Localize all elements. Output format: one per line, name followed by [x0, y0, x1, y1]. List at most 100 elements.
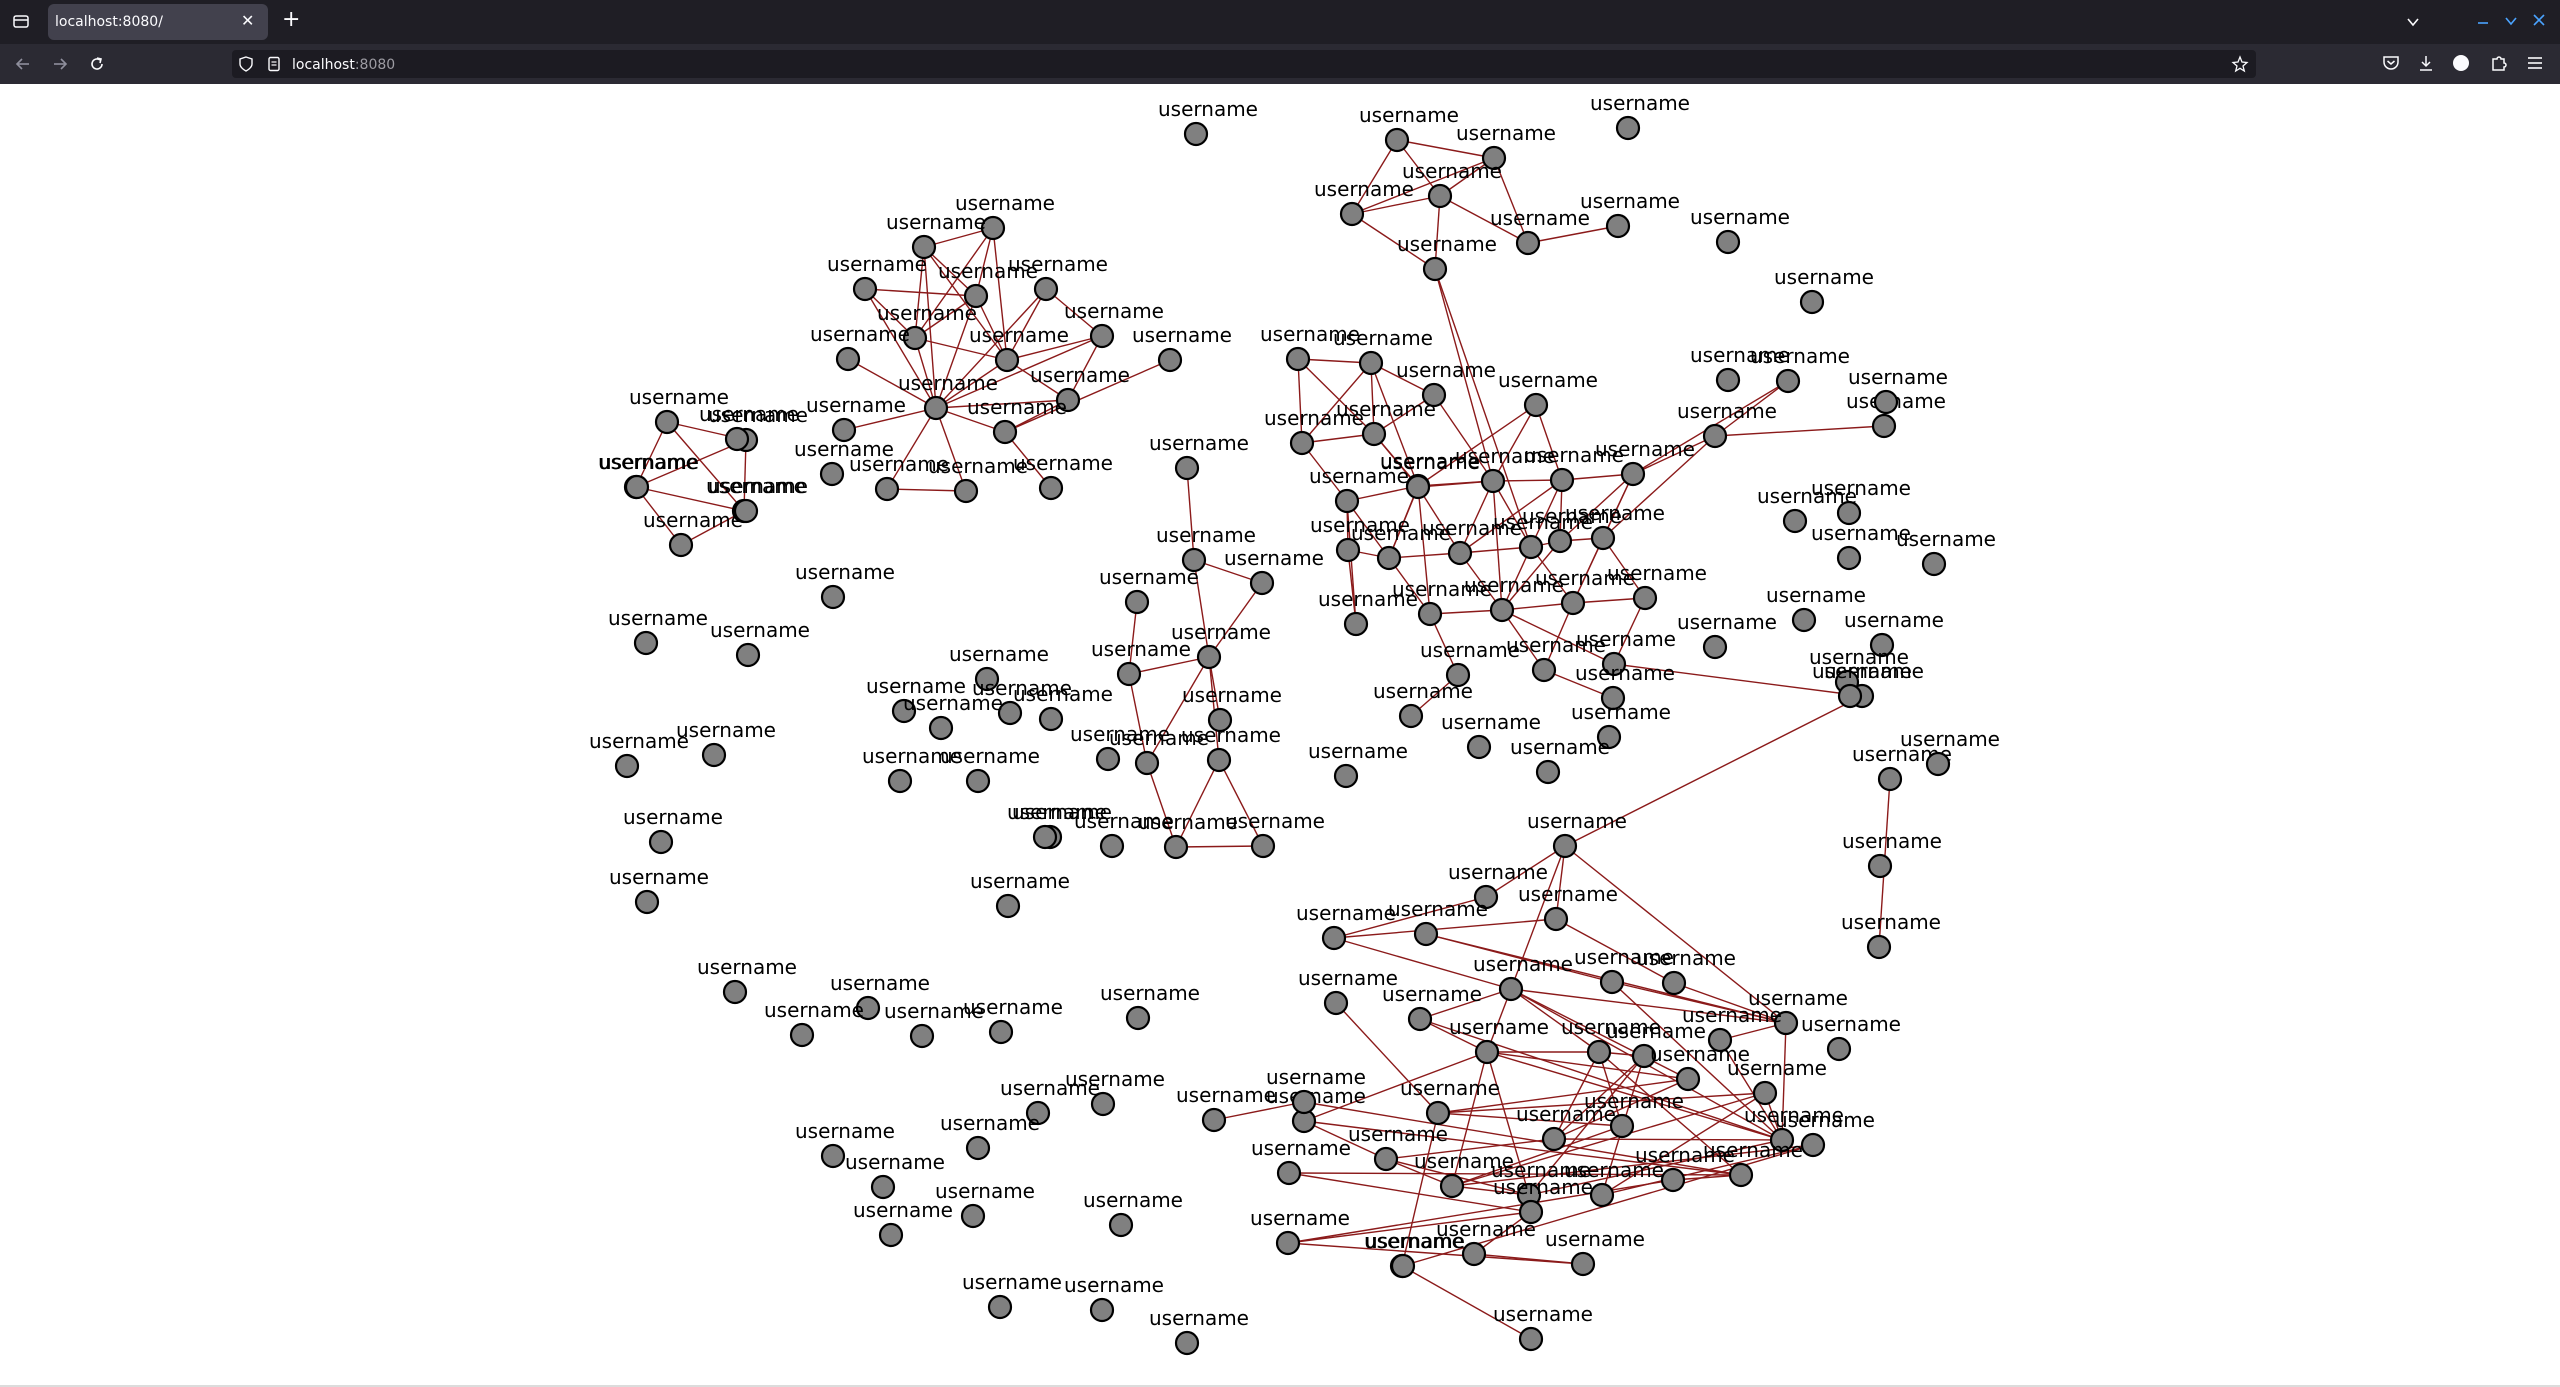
graph-node[interactable]: username — [1527, 809, 1627, 859]
node-circle[interactable] — [1773, 1010, 1799, 1036]
node-circle[interactable] — [1461, 1241, 1487, 1267]
plus-icon[interactable]: + — [282, 7, 301, 32]
node-circle[interactable] — [902, 325, 928, 351]
graph-node[interactable]: username — [1266, 1084, 1366, 1134]
node-circle[interactable] — [1439, 1173, 1465, 1199]
graph-node[interactable]: username — [1498, 368, 1598, 418]
graph-node[interactable]: username — [1264, 406, 1364, 456]
node-circle[interactable] — [1836, 545, 1862, 571]
node-circle[interactable] — [1089, 1297, 1115, 1323]
node-circle[interactable] — [1601, 651, 1627, 677]
node-circle[interactable] — [1873, 389, 1899, 415]
graph-node[interactable]: username — [764, 998, 864, 1048]
node-circle[interactable] — [928, 715, 954, 741]
node-circle[interactable] — [1609, 1113, 1635, 1139]
graph-node[interactable]: username — [1373, 679, 1473, 729]
graph-node[interactable]: username — [1397, 232, 1497, 282]
node-circle[interactable] — [1275, 1230, 1301, 1256]
graph-node[interactable]: username — [1491, 1158, 1591, 1208]
graph-node[interactable]: username — [1251, 1136, 1351, 1186]
node-circle[interactable] — [1466, 734, 1492, 760]
node-circle[interactable] — [1631, 1043, 1657, 1069]
graph-node[interactable]: username — [1310, 513, 1410, 563]
node-circle[interactable] — [1489, 597, 1515, 623]
graph-node[interactable]: username — [1744, 1103, 1844, 1153]
maximize-icon[interactable] — [2504, 14, 2518, 28]
graph-node[interactable]: username — [1099, 565, 1199, 615]
graph-node[interactable]: username — [1149, 431, 1249, 481]
graph-node[interactable]: username — [903, 691, 1003, 741]
node-circle[interactable] — [1523, 392, 1549, 418]
node-circle[interactable] — [1033, 276, 1059, 302]
node-circle[interactable] — [1250, 833, 1276, 859]
node-circle[interactable] — [1116, 661, 1142, 687]
node-circle[interactable] — [1600, 685, 1626, 711]
graph-node[interactable]: username — [1380, 450, 1480, 500]
graph-node[interactable]: username — [1396, 358, 1496, 408]
graph-node[interactable]: username — [845, 1150, 945, 1200]
node-circle[interactable] — [1782, 508, 1808, 534]
graph-node[interactable]: username — [1100, 981, 1200, 1031]
graph-node[interactable]: username — [1400, 1076, 1500, 1126]
graph-node[interactable]: username — [1000, 1076, 1100, 1126]
pocket-icon[interactable] — [2381, 53, 2401, 73]
graph-node[interactable]: username — [1171, 620, 1271, 670]
node-circle[interactable] — [1632, 585, 1658, 611]
graph-node[interactable]: username — [1007, 800, 1107, 850]
node-circle[interactable] — [789, 1022, 815, 1048]
graph-node[interactable]: username — [1392, 577, 1492, 627]
graph-node[interactable]: username — [1359, 103, 1459, 153]
graph-node[interactable]: username — [1149, 1306, 1249, 1356]
graph-node[interactable]: username — [967, 395, 1067, 445]
node-circle[interactable] — [960, 1203, 986, 1229]
node-circle[interactable] — [1605, 213, 1631, 239]
node-circle[interactable] — [634, 889, 660, 915]
graph-node[interactable]: username — [1775, 1108, 1875, 1158]
graph-node[interactable]: username — [1422, 516, 1522, 566]
node-circle[interactable] — [724, 426, 750, 452]
reload-icon[interactable] — [86, 53, 108, 75]
forward-icon[interactable] — [49, 53, 71, 75]
graph-node[interactable]: username — [1703, 1138, 1803, 1188]
graph-node[interactable]: username — [898, 371, 998, 421]
node-circle[interactable] — [874, 476, 900, 502]
node-circle[interactable] — [654, 409, 680, 435]
node-circle[interactable] — [1390, 1253, 1416, 1279]
graph-node[interactable]: username — [1811, 521, 1911, 571]
active-tab[interactable]: localhost:8080/ ✕ — [48, 4, 268, 40]
graph-node[interactable]: username — [1156, 523, 1256, 573]
graph-node[interactable]: username — [1522, 504, 1622, 554]
graph-node[interactable]: username — [609, 865, 709, 915]
node-circle[interactable] — [1660, 1167, 1686, 1193]
node-circle[interactable] — [1207, 707, 1233, 733]
node-circle[interactable] — [1473, 884, 1499, 910]
node-circle[interactable] — [980, 215, 1006, 241]
node-circle[interactable] — [878, 1222, 904, 1248]
graph-node[interactable]: username — [1690, 343, 1790, 393]
graph-node[interactable]: username — [853, 1198, 953, 1248]
graph-node[interactable]: username — [1516, 1102, 1616, 1152]
graph-node[interactable]: username — [1158, 97, 1258, 147]
star-icon[interactable] — [2231, 55, 2249, 73]
node-circle[interactable] — [1867, 853, 1893, 879]
graph-node[interactable]: username — [1841, 910, 1941, 960]
node-circle[interactable] — [1871, 413, 1897, 439]
graph-node[interactable]: username — [1561, 1015, 1661, 1065]
node-circle[interactable] — [1373, 1146, 1399, 1172]
graph-node[interactable]: username — [1650, 1042, 1750, 1092]
graph-node[interactable]: username — [599, 450, 699, 500]
node-circle[interactable] — [1447, 540, 1473, 566]
node-circle[interactable] — [1206, 747, 1232, 773]
graph-node[interactable]: username — [970, 869, 1070, 919]
node-circle[interactable] — [831, 417, 857, 443]
account-icon[interactable] — [2452, 54, 2470, 72]
node-circle[interactable] — [735, 642, 761, 668]
node-circle[interactable] — [819, 461, 845, 487]
graph-node[interactable]: username — [1091, 637, 1191, 687]
graph-node[interactable]: username — [1382, 982, 1482, 1032]
graph-node[interactable]: username — [1595, 437, 1695, 487]
node-circle[interactable] — [1055, 387, 1081, 413]
graph-node[interactable]: username — [1576, 627, 1676, 677]
node-circle[interactable] — [1163, 834, 1189, 860]
node-circle[interactable] — [1800, 1132, 1826, 1158]
